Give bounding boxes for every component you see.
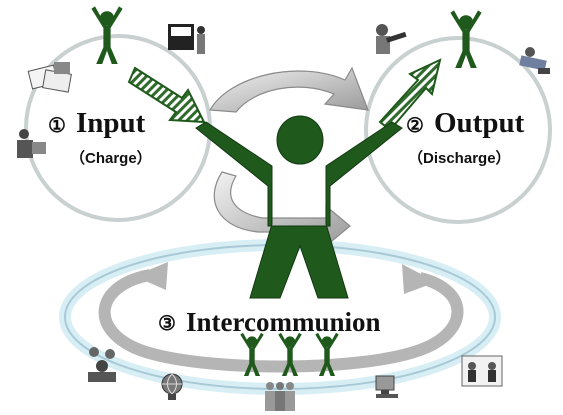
input-number: ① — [48, 115, 66, 137]
cycle-arrowhead-left — [134, 262, 168, 290]
group-people-icon — [88, 347, 116, 382]
input-arrow — [127, 66, 206, 124]
output-label: Output — [434, 107, 525, 139]
output-arrow — [378, 58, 442, 132]
central-person-figure-icon — [195, 115, 403, 299]
input-label: Input — [76, 107, 146, 139]
intercommunion-label: Intercommunion — [186, 307, 381, 337]
presenter-board-icon — [168, 24, 205, 54]
recycle-arrow-top — [209, 66, 369, 113]
output-circle — [364, 36, 552, 224]
computer-user-icon — [17, 129, 46, 158]
cycle-arrow-ring — [98, 269, 464, 373]
output-number: ② — [406, 115, 424, 137]
meeting-people-icon — [461, 355, 503, 387]
intercommunion-number: ③ — [158, 313, 176, 335]
computer-desk-icon — [375, 375, 398, 398]
globe-icon — [161, 373, 183, 400]
cycle-arrowhead-right — [402, 264, 436, 294]
flying-person-icon — [519, 47, 550, 74]
input-sublabel: （Charge） — [70, 149, 152, 167]
crowd-icon — [265, 382, 295, 411]
telescope-user-icon — [376, 24, 407, 54]
output-sublabel: （Discharge） — [408, 149, 511, 167]
documents-icon — [27, 62, 72, 93]
